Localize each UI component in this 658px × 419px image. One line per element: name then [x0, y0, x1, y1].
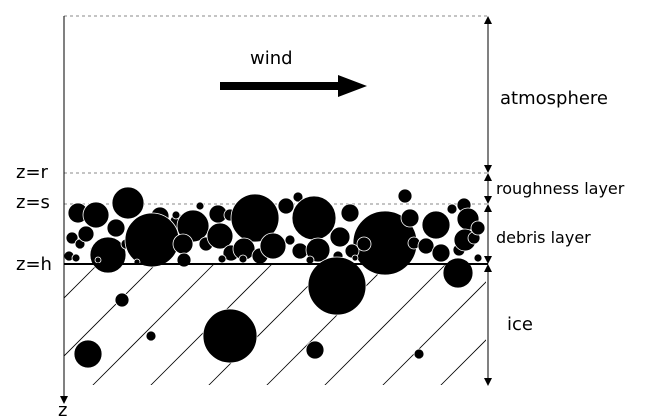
debris-clast — [397, 188, 413, 204]
wind-arrow-icon — [220, 75, 367, 97]
debris-clast — [442, 257, 474, 289]
debris-clast — [470, 220, 486, 236]
debris-clast — [230, 193, 280, 243]
debris-clast — [417, 237, 435, 255]
debris-clast — [65, 231, 79, 245]
debris-clast — [351, 254, 359, 262]
hatch-line — [92, 265, 214, 385]
debris-clast — [73, 339, 103, 369]
debris-clast — [259, 232, 287, 260]
debris-clast — [431, 243, 451, 263]
debris-clast — [291, 195, 337, 241]
debris-layer-label: debris layer — [496, 228, 591, 247]
debris-clast — [171, 210, 181, 220]
debris-clast — [421, 210, 451, 240]
hatch-line — [382, 281, 486, 385]
debris-clast — [473, 253, 483, 263]
debris-clast — [82, 201, 110, 229]
debris-clast — [124, 212, 180, 268]
debris-clast — [217, 254, 227, 264]
z-axis-label: z — [58, 400, 67, 419]
debris-clast — [206, 222, 234, 250]
debris-clast — [340, 203, 360, 223]
debris-clast — [305, 237, 331, 263]
debris-clast — [89, 236, 127, 274]
hatch-line — [64, 265, 98, 299]
hatch-line — [64, 265, 156, 357]
debris-clast — [202, 308, 258, 364]
ice-label: ice — [507, 314, 533, 335]
wind-label: wind — [250, 48, 293, 69]
debris-clast — [277, 197, 295, 215]
debris-clasts — [63, 186, 486, 369]
debris-clast — [114, 292, 130, 308]
debris-clast — [292, 191, 304, 203]
atmosphere-label: atmosphere — [500, 88, 608, 109]
hatch-line — [542, 250, 658, 400]
debris-clast — [106, 218, 126, 238]
debris-clast — [172, 233, 194, 255]
debris-clast — [329, 226, 351, 248]
z-h-label: z=h — [16, 254, 52, 275]
debris-clast — [145, 330, 157, 342]
debris-clast — [284, 234, 296, 246]
debris-clast — [446, 203, 458, 215]
debris-clast — [94, 256, 102, 264]
roughness-layer-label: roughness layer — [496, 179, 625, 198]
debris-clast — [195, 201, 205, 211]
debris-clast — [238, 254, 248, 264]
debris-clast — [400, 208, 420, 228]
z-s-label: z=s — [16, 192, 50, 213]
debris-clast — [356, 236, 372, 252]
debris-clast — [307, 256, 367, 316]
hatch-line — [266, 265, 388, 385]
hatch-line — [600, 250, 658, 400]
ice-hatch — [64, 250, 658, 400]
debris-clast — [305, 255, 315, 265]
debris-clast — [111, 186, 145, 220]
debris-clast — [77, 225, 95, 243]
debris-clast — [305, 340, 325, 360]
hatch-line — [324, 265, 446, 385]
debris-clast — [291, 242, 309, 260]
z-r-label: z=r — [16, 162, 49, 183]
debris-clast — [71, 253, 81, 263]
hatch-line — [440, 339, 486, 385]
debris-clast — [413, 348, 425, 360]
